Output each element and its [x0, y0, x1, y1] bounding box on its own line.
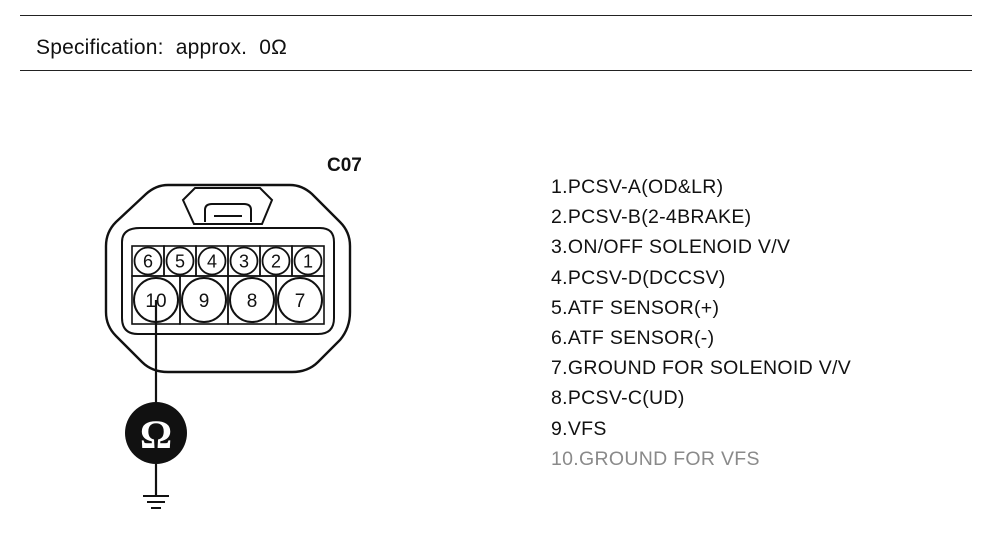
pin-socket-6	[133, 246, 163, 276]
pin-description-3: 3.ON/OFF SOLENOID V/V	[551, 236, 791, 259]
pin-socket-1	[293, 246, 323, 276]
pin-number-7: 7	[295, 291, 306, 312]
specification-qualifier: approx.	[175, 36, 248, 59]
pin-number-9: 9	[199, 291, 210, 312]
specification-label: Specification:	[36, 36, 164, 59]
pin-number-1: 1	[303, 252, 313, 272]
pin-socket-4	[197, 246, 227, 276]
pin-description-8: 8.PCSV-C(UD)	[551, 387, 685, 410]
connector-latch-icon	[181, 187, 274, 225]
ohmmeter-symbol: Ω	[140, 412, 172, 457]
pin-description-7: 7.GROUND FOR SOLENOID V/V	[551, 357, 852, 380]
bottom-rule	[20, 70, 972, 71]
specification-value: 0Ω	[259, 36, 288, 59]
pin-description-5: 5.ATF SENSOR(+)	[551, 296, 720, 319]
pin-description-1: 1.PCSV-A(OD&LR)	[551, 176, 724, 198]
pin-socket-9	[181, 277, 227, 323]
pin-number-6: 6	[143, 252, 153, 272]
pin-description-2: 2.PCSV-B(2-4BRAKE)	[551, 206, 752, 229]
pin-number-5: 5	[175, 252, 185, 272]
pin-description-6: 6.ATF SENSOR(-)	[551, 327, 715, 350]
ground-icon	[143, 495, 169, 509]
pin-cell-7	[275, 275, 325, 325]
pin-description-10: 10.GROUND FOR VFS	[551, 447, 760, 470]
pin-description-list: 1.PCSV-A(OD&LR) 2.PCSV-B(2-4BRAKE) 3.ON/…	[551, 172, 851, 474]
pin-socket-8	[229, 277, 275, 323]
top-rule	[20, 15, 972, 16]
pin-number-3: 3	[239, 252, 249, 272]
pin-number-4: 4	[207, 252, 217, 272]
connector-inner-wall	[121, 227, 335, 335]
specification-line: Specification: approx. 0Ω	[36, 36, 287, 60]
pin-description-4: 4.PCSV-D(DCCSV)	[551, 266, 726, 289]
connector-label: C07	[327, 155, 362, 176]
pin-socket-3	[229, 246, 259, 276]
ohmmeter-icon: Ω	[125, 402, 187, 464]
pin-socket-5	[165, 246, 195, 276]
pin-socket-7	[277, 277, 323, 323]
pin-number-8: 8	[247, 291, 258, 312]
pin-socket-2	[261, 246, 291, 276]
pin-number-2: 2	[271, 252, 281, 272]
pin-description-9: 9.VFS	[551, 417, 607, 440]
connector-housing	[104, 183, 352, 374]
